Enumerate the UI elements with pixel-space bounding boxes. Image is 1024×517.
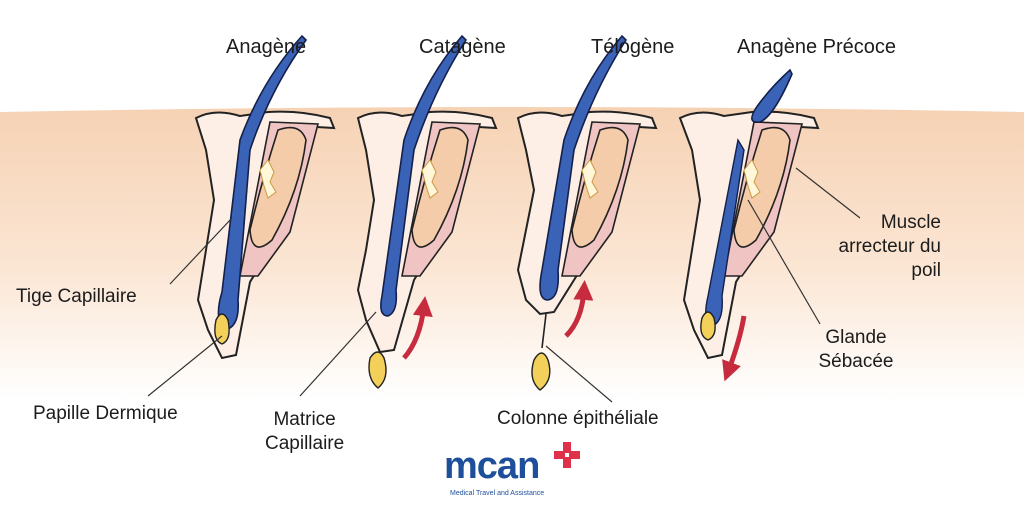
arrow-down [722,315,747,382]
label-dermal-papilla: Papille Dermique [33,403,178,424]
label-arrector-muscle: Muscle arrecteur du poil [838,212,941,281]
follicle-telogen [516,34,658,391]
stage-title-catagen: Catagène [419,36,506,58]
mcan-logo: mcan Medical Travel and Assistance [440,440,590,508]
logo-wordmark: mcan [444,445,540,487]
follicle-catagen [356,34,498,389]
follicle-early-anagen [678,68,820,382]
plus-icon [554,442,580,468]
label-epithelial-column: Colonne épithéliale [497,408,659,429]
stage-title-telogen: Télogène [591,36,675,58]
label-hair-matrix: Matrice Capillaire [265,409,345,454]
logo-word-end: n [517,445,540,487]
stage-title-early-anagen: Anagène Précoce [737,36,897,58]
follicle-anagen [194,34,336,360]
sebaceous-gland [249,126,307,248]
arrow-up [402,296,433,360]
label-sebaceous-gland: Glande Sébacée [818,327,894,372]
arrow-up [564,280,594,338]
logo-tagline: Medical Travel and Assistance [450,490,545,497]
dermal-papilla [214,313,230,345]
logo-word-main: mca [444,445,518,487]
label-hair-shaft: Tige Capillaire [16,286,137,307]
leader-lines [147,167,861,403]
stage-title-anagen: Anagène [226,36,307,58]
